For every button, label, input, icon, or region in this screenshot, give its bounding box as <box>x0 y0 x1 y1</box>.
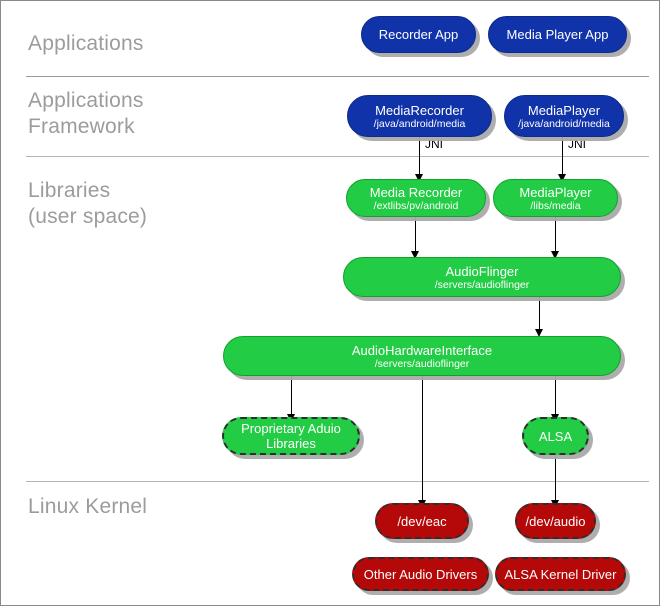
arrowhead-audioflinger-audiohw <box>534 329 543 337</box>
connector-audioflinger-audiohw <box>539 297 540 333</box>
node-alsa-kernel-driver[interactable]: ALSA Kernel Driver <box>495 557 626 591</box>
connector-audiohw-proprietary <box>291 376 292 418</box>
node-title: /dev/eac <box>397 513 447 529</box>
node-proprietary-audio-libraries[interactable]: Proprietary Aduio Libraries <box>222 417 360 455</box>
node-media-recorder-library[interactable]: Media Recorder /extlibs/pv/android <box>346 179 486 217</box>
divider-framework <box>26 156 649 157</box>
node-mediaplayer-framework[interactable]: MediaPlayer /java/android/media <box>504 95 624 137</box>
arrowhead-recorderlib-audioflinger <box>410 251 419 259</box>
connector-alsa-devaudio <box>555 455 556 504</box>
node-mediarecorder-framework[interactable]: MediaRecorder /java/android/media <box>347 95 492 137</box>
node-subtitle: /java/android/media <box>373 117 466 130</box>
node-audiohardwareinterface[interactable]: AudioHardwareInterface /servers/audiofli… <box>223 336 621 376</box>
layer-label-applications-framework: Applications Framework <box>28 89 144 138</box>
layer-label-applications: Applications <box>28 32 144 55</box>
node-title: ALSA <box>538 428 573 444</box>
node-title: Other Audio Drivers <box>363 566 478 582</box>
arrowhead-jni-left <box>414 174 423 182</box>
connector-audiohw-alsa <box>555 376 556 418</box>
arrowhead-jni-right <box>557 174 566 182</box>
node-subtitle: Libraries <box>266 436 316 451</box>
node-title: MediaRecorder <box>375 102 464 118</box>
node-subtitle: /servers/audioflinger <box>434 278 530 291</box>
node-audioflinger[interactable]: AudioFlinger /servers/audioflinger <box>343 257 621 297</box>
node-title: ALSA Kernel Driver <box>504 566 617 582</box>
node-dev-audio[interactable]: /dev/audio <box>515 503 596 539</box>
node-title: /dev/audio <box>525 513 586 529</box>
edge-label-jni-left: JNI <box>425 137 443 151</box>
connector-jni-left <box>419 137 420 181</box>
node-mediaplayer-library[interactable]: MediaPlayer /libs/media <box>493 179 618 217</box>
layer-label-linux-kernel: Linux Kernel <box>28 495 148 518</box>
node-title: Proprietary Aduio <box>241 421 341 436</box>
node-title: AudioFlinger <box>445 263 519 279</box>
node-recorder-app[interactable]: Recorder App <box>361 16 476 53</box>
node-title: AudioHardwareInterface <box>351 342 493 358</box>
node-subtitle: /java/android/media <box>518 117 610 130</box>
layer-label-libraries: Libraries (user space) <box>28 179 148 228</box>
node-title: MediaPlayer <box>519 184 592 200</box>
node-title: Media Recorder <box>369 184 463 200</box>
divider-applications <box>26 76 649 77</box>
connector-jni-right <box>562 137 563 181</box>
edge-label-jni-right: JNI <box>568 137 586 151</box>
node-subtitle: /extlibs/pv/android <box>373 199 459 212</box>
node-media-player-app[interactable]: Media Player App <box>488 16 627 53</box>
node-subtitle: /servers/audioflinger <box>374 357 470 370</box>
node-alsa[interactable]: ALSA <box>522 417 589 455</box>
node-title: MediaPlayer <box>527 102 601 118</box>
divider-kernel <box>26 481 649 482</box>
node-title: Recorder App <box>378 27 459 42</box>
node-subtitle: /libs/media <box>530 199 581 212</box>
connector-audiohw-deveac <box>422 376 423 504</box>
arrowhead-playerlib-audioflinger <box>550 251 559 259</box>
node-dev-eac[interactable]: /dev/eac <box>375 503 469 539</box>
node-other-audio-drivers[interactable]: Other Audio Drivers <box>352 557 489 591</box>
node-title: Media Player App <box>506 27 609 42</box>
connector-recorderlib-audioflinger <box>415 217 416 255</box>
connector-playerlib-audioflinger <box>555 217 556 255</box>
